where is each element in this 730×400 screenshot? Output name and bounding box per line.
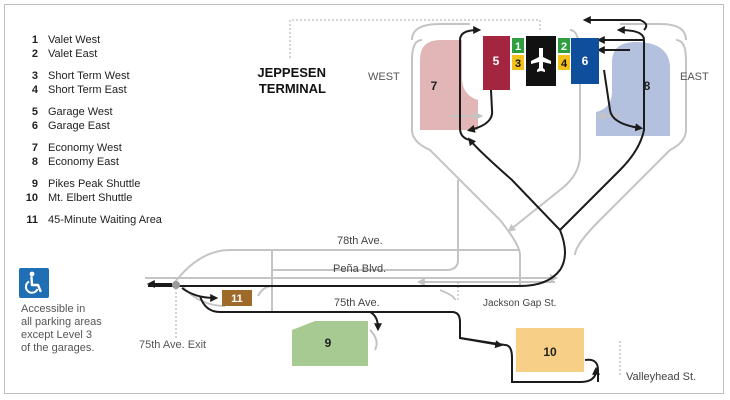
road-terminal-east-loop: [620, 23, 687, 41]
lot-label-11: 11: [231, 293, 243, 305]
road-garage-east-exit: [603, 69, 644, 132]
terminal-pointer-line: [289, 19, 541, 58]
road-terminal-west-loop: [411, 23, 470, 41]
road-75th-to-lot9: [369, 311, 382, 332]
economy-east-lot: [596, 42, 670, 136]
road-lot11-gray: [257, 285, 271, 297]
airplane-icon: [531, 48, 551, 72]
lot-label-10: 10: [543, 345, 557, 359]
road-garage-west-exit: [466, 69, 494, 133]
road-label-75th-ave: 75th Ave.: [334, 297, 380, 309]
economy-west-lot: [420, 40, 478, 130]
road-to-garage-west: [459, 26, 482, 141]
lot-label-7: 7: [431, 79, 438, 93]
road-78th-ave-inner: [272, 180, 459, 271]
road-mt-elbert-loop: [584, 358, 599, 382]
lot-label-4: 4: [561, 58, 568, 70]
road-label-pena-blvd: Peña Blvd.: [333, 263, 386, 275]
road-to-garage-east: [559, 26, 645, 231]
terminal-label-line1: JEPPESEN: [257, 65, 326, 80]
road-78th-ave: [174, 249, 520, 283]
lot-label-3: 3: [515, 58, 521, 70]
exit-junction-node: [172, 281, 180, 289]
road-label-75th-exit: 75th Ave. Exit: [139, 339, 206, 351]
lot-label-1: 1: [515, 41, 521, 53]
west-label: WEST: [368, 71, 400, 83]
valet-west-lot: [512, 38, 524, 53]
road-to-waiting-area: [181, 287, 219, 302]
lot-label-5: 5: [493, 54, 500, 68]
short-term-west-lot: [512, 55, 524, 70]
map-frame: [4, 4, 724, 394]
garage-west-lot: [483, 36, 510, 90]
road-label-78th-ave: 78th Ave.: [337, 235, 383, 247]
road-label-jackson-gap: Jackson Gap St.: [483, 298, 556, 309]
gray-roads: [145, 23, 687, 351]
lot-label-2: 2: [561, 41, 567, 53]
road-east-curbside-1: [582, 16, 648, 31]
road-economy-west-loop: [411, 39, 501, 221]
valet-east-lot: [558, 38, 570, 53]
road-interchange-west: [499, 219, 521, 285]
garage-east-lot: [571, 38, 599, 84]
mt-elbert-shuttle-lot: [516, 328, 584, 372]
lot-label-9: 9: [325, 336, 332, 350]
road-pena-eastbound: [148, 137, 566, 287]
road-jackson-link: [439, 289, 456, 301]
lot-label-6: 6: [582, 54, 589, 68]
east-label: EAST: [680, 71, 709, 83]
short-term-east-lot: [558, 55, 570, 70]
road-jackson-east: [459, 337, 504, 349]
road-label-valleyhead: Valleyhead St.: [626, 371, 696, 383]
dark-roads: [146, 16, 648, 383]
accessibility-note: Accessible in all parking areas except L…: [21, 303, 102, 354]
road-interchange-east: [574, 219, 601, 256]
lot-label-8: 8: [644, 79, 651, 93]
wheelchair-icon: [19, 268, 49, 298]
road-lot9-gray: [369, 329, 378, 351]
road-economy-east-loop: [599, 39, 687, 221]
terminal-label-line2: TERMINAL: [259, 81, 326, 96]
pikes-peak-shuttle-lot: [292, 321, 368, 366]
road-return-south: [507, 29, 581, 232]
waiting-area-lot: [222, 290, 252, 306]
